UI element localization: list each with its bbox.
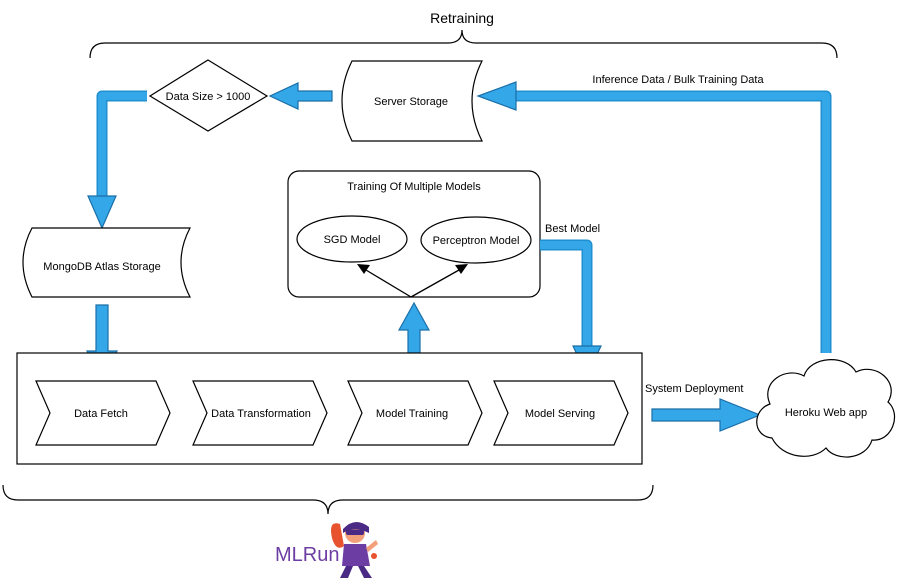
heroku-cloud-shape: [756, 359, 896, 458]
decision-to-mongodb-line: [98, 92, 147, 200]
decision-diamond: [148, 59, 269, 132]
storage-to-decision-arrow: [268, 82, 333, 110]
best-model-line-edge: [540, 239, 593, 350]
server-storage-shape: [341, 60, 483, 142]
mlrun-brace: [2, 484, 654, 515]
training-group-title: Training Of Multiple Models: [347, 181, 481, 193]
best-model-label: Best Model: [545, 223, 600, 235]
fork-to-sgd-line: [365, 269, 412, 298]
inference-label: Inference Data / Bulk Training Data: [592, 74, 764, 86]
heroku-label: Heroku Web app: [785, 407, 867, 419]
retraining-brace: [89, 29, 838, 59]
fork-to-perceptron-arrowhead: [455, 264, 468, 274]
mongodb-label: MongoDB Atlas Storage: [43, 261, 160, 273]
retraining-label: Retraining: [430, 10, 494, 26]
decision-to-mongodb-arrowhead: [87, 195, 117, 230]
server-storage-label: Server Storage: [374, 96, 448, 108]
fork-to-perceptron-line: [410, 269, 460, 298]
best-model-line: [540, 241, 591, 350]
heroku-to-storage-arrowhead: [476, 81, 517, 111]
step-data-fetch-shape: [35, 380, 171, 446]
mlrun-mascot-icon: [331, 521, 378, 578]
decision-label: Data Size > 1000: [166, 91, 251, 103]
step-model-serving-label: Model Serving: [525, 408, 595, 420]
training-group-box: [287, 170, 541, 298]
sgd-model-label: SGD Model: [324, 234, 381, 246]
step-data-transformation-label: Data Transformation: [211, 408, 311, 420]
mlrun-logo-text: MLRun: [275, 544, 339, 566]
deployment-arrow: [651, 398, 762, 432]
mlrun-logo: MLRun: [275, 521, 378, 578]
step-data-transformation-shape: [192, 380, 328, 446]
step-model-training-shape: [347, 380, 483, 446]
heroku-to-storage-line: [512, 92, 830, 353]
perceptron-model-node: [420, 216, 532, 264]
deployment-label: System Deployment: [645, 383, 743, 395]
perceptron-model-label: Perceptron Model: [433, 235, 520, 247]
step-model-training-label: Model Training: [376, 408, 448, 420]
fork-to-sgd-arrowhead: [357, 264, 370, 274]
mongodb-storage-shape: [22, 227, 191, 298]
decision-to-mongodb-line-edge: [96, 90, 147, 200]
step-data-fetch-label: Data Fetch: [74, 408, 128, 420]
step-model-serving-shape: [493, 380, 629, 446]
sgd-model-node: [296, 215, 408, 263]
